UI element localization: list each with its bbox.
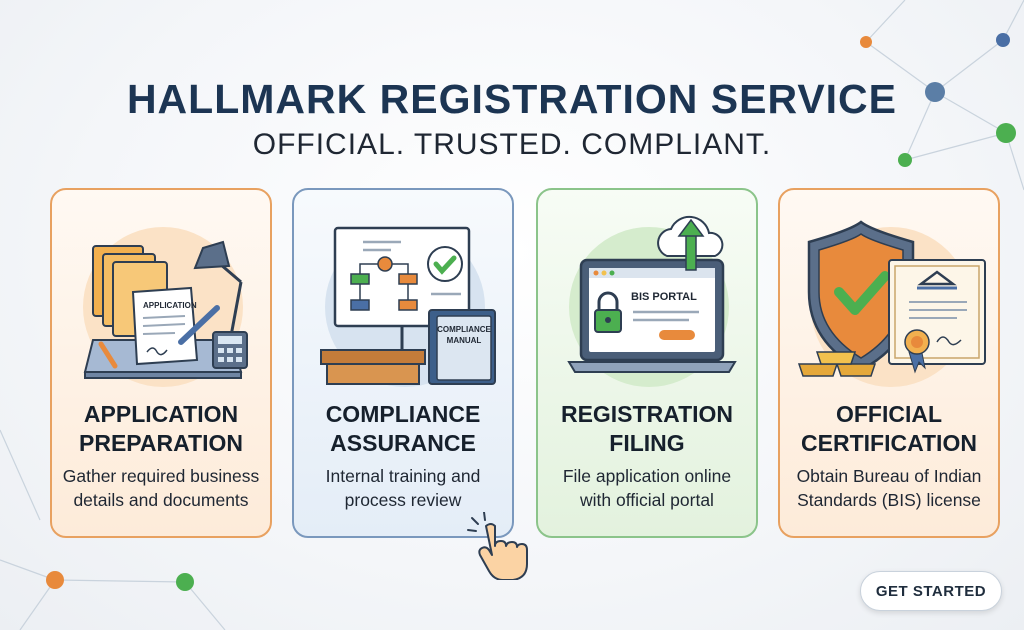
- page-subtitle: OFFICIAL. TRUSTED. COMPLIANT.: [252, 128, 772, 161]
- manual-label-line1: COMPLIANCE: [437, 325, 491, 334]
- card-title: COMPLIANCE ASSURANCE: [325, 401, 481, 456]
- card-title: OFFICIAL CERTIFICATION: [801, 401, 977, 456]
- laptop-upload-icon: BIS PORTAL: [567, 215, 737, 387]
- hand-cursor-icon: [467, 512, 528, 580]
- get-started-button[interactable]: GET STARTED: [860, 571, 1002, 611]
- portal-label: BIS PORTAL: [631, 291, 697, 303]
- card-description: Gather required business details and doc…: [62, 466, 260, 510]
- card-title: APPLICATION PREPARATION: [79, 401, 243, 456]
- manual-label-line2: MANUAL: [447, 336, 482, 345]
- shield-certificate-icon: [797, 220, 986, 387]
- card-description: File application online with official po…: [562, 466, 732, 510]
- card-description: Obtain Bureau of Indian Standards (BIS) …: [796, 466, 982, 510]
- desk-documents-icon: APPLICATION: [83, 227, 248, 387]
- step-card-compliance-assurance[interactable]: COMPLIANCE MANUAL COMPLIANCE ASSURANCE I…: [292, 188, 514, 538]
- card-title: REGISTRATION FILING: [560, 401, 734, 456]
- card-description: Internal training and process review: [325, 466, 481, 510]
- presentation-board-icon: COMPLIANCE MANUAL: [320, 226, 496, 387]
- page-title: HALLMARK REGISTRATION SERVICE: [126, 76, 898, 122]
- step-card-registration-filing[interactable]: BIS PORTAL REGISTRATION FILING File appl…: [536, 188, 758, 538]
- step-card-official-certification[interactable]: OFFICIAL CERTIFICATION Obtain Bureau of …: [778, 188, 1000, 538]
- step-card-application-preparation[interactable]: APPLICATION APPLICATION PREPARATION Gath…: [50, 188, 272, 538]
- application-paper-label: APPLICATION: [143, 301, 197, 310]
